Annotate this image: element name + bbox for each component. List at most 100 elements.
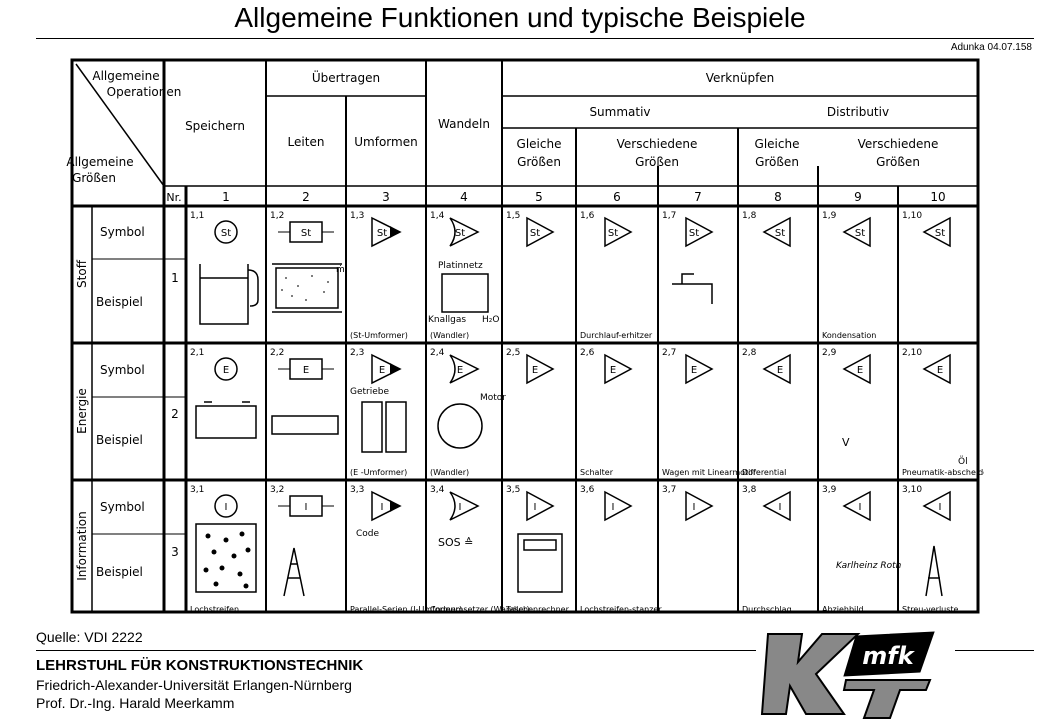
example-caption: Wagen mit Linearmotor [662, 468, 757, 477]
cell-id: 1,6 [580, 211, 595, 221]
transform-symbol [449, 354, 480, 384]
distribute-symbol [842, 353, 871, 385]
shaft-sketch [271, 415, 339, 435]
row-label-energie: Energie [75, 388, 89, 434]
cell-id: 2,2 [270, 348, 284, 358]
distribute-symbol [762, 490, 791, 522]
distribute-symbol [842, 490, 871, 522]
symbol-letter: I [225, 502, 228, 513]
distribute-symbol [922, 490, 951, 522]
symbol-letter: St [689, 228, 699, 239]
cell-id: 3,9 [822, 485, 837, 495]
sum-symbol [526, 216, 555, 248]
corner-top-label-2: Operationen [107, 85, 182, 99]
column-number: 10 [930, 190, 945, 204]
cell-id: 3,7 [662, 485, 676, 495]
col8-label-1: Gleiche [755, 137, 800, 151]
cell-id: 3,4 [430, 485, 445, 495]
gear-sketch [361, 401, 383, 453]
example-caption: (Wandler) [430, 468, 469, 477]
footer-rule-left [36, 650, 756, 651]
logo-text: mfk [862, 642, 915, 670]
row-label-information: Information [75, 511, 89, 580]
sum-symbol [526, 353, 555, 385]
symbol-letter: St [855, 228, 865, 239]
col67-label-2: Größen [635, 155, 679, 169]
cell-id: 1,5 [506, 211, 520, 221]
cell-id: 2,4 [430, 348, 445, 358]
convert-symbol [371, 216, 402, 248]
symbol-letter: E [857, 365, 863, 376]
symbol-letter: I [305, 502, 308, 513]
reference-code: Adunka 04.07.158 [950, 42, 1032, 53]
symbol-letter: E [532, 365, 538, 376]
example-caption: Abziehbild [822, 605, 864, 614]
row3-beispiel: Beispiel [96, 565, 143, 579]
column-number: 4 [460, 190, 468, 204]
functions-table: Allgemeine Operationen Allgemeine Größen… [66, 58, 984, 614]
sum-symbol [685, 216, 714, 248]
antenna-tower-sketch [283, 547, 305, 597]
symbol-letter: St [455, 228, 465, 239]
symbol-letter: E [379, 365, 385, 376]
column-number: 5 [535, 190, 543, 204]
corner-bottom-label-1: Allgemeine [66, 155, 133, 169]
store-symbol [214, 494, 238, 518]
sum-symbol [526, 490, 555, 522]
cell-id: 2,1 [190, 348, 204, 358]
distribute-symbol [762, 353, 791, 385]
cell-id: 1,1 [190, 211, 204, 221]
symbol-letter: St [301, 228, 311, 239]
row3-nr: 3 [171, 545, 179, 559]
cell-id: 3,3 [350, 485, 364, 495]
knallgas-label: Knallgas [428, 315, 466, 325]
cell-id: 1,7 [662, 211, 676, 221]
cell-id: 2,5 [506, 348, 520, 358]
distribute-symbol [762, 216, 791, 248]
corner-top-label-1: Allgemeine [92, 69, 159, 83]
footer-rule-right [955, 650, 1034, 651]
cell-id: 2,6 [580, 348, 595, 358]
example-caption: Durchlauf-erhitzer [580, 331, 653, 340]
symbol-letter: I [779, 502, 782, 513]
column-number: 6 [613, 190, 621, 204]
group-summativ: Summativ [589, 105, 650, 119]
cell-id: 1,9 [822, 211, 837, 221]
cell-id: 2,3 [350, 348, 364, 358]
symbol-letter: E [303, 365, 309, 376]
corner-bottom-label-2: Größen [72, 171, 116, 185]
col67-label-1: Verschiedene [617, 137, 698, 151]
symbol-letter: E [691, 365, 697, 376]
example-caption: Codeumsetzer (Wandler) [430, 605, 530, 614]
symbol-letter: St [377, 228, 387, 239]
col8-label-2: Größen [755, 155, 799, 169]
distribute-symbol [922, 216, 951, 248]
cell-id: 3,8 [742, 485, 757, 495]
column-number: 1 [222, 190, 230, 204]
motor-label: Motor [480, 393, 506, 403]
code-label: Code [356, 529, 380, 539]
symbol-letter: St [775, 228, 785, 239]
cell-id: 1,3 [350, 211, 364, 221]
cell-id: 2,9 [822, 348, 837, 358]
sum-symbol [604, 353, 633, 385]
cell-id: 2,8 [742, 348, 757, 358]
col-wandeln: Wandeln [438, 117, 490, 131]
cell-id: 1,2 [270, 211, 284, 221]
cell-id: 2,10 [902, 348, 922, 358]
mdot-label: ṁ [336, 265, 345, 275]
row1-symbol: Symbol [100, 225, 145, 239]
symbol-letter: E [777, 365, 783, 376]
nr-label: Nr. [166, 191, 181, 204]
sos-label: SOS ≙ [438, 536, 473, 549]
store-symbol [214, 357, 238, 381]
symbol-letter: I [859, 502, 862, 513]
punched-tape-sketch [195, 523, 257, 593]
cell-id: 3,2 [270, 485, 284, 495]
symbol-letter: St [221, 228, 231, 239]
example-caption: Taschenrechner [505, 605, 570, 614]
chair-name: LEHRSTUHL FÜR KONSTRUKTIONSTECHNIK [36, 657, 364, 674]
cell-id: 1,4 [430, 211, 445, 221]
transform-symbol [449, 491, 480, 521]
getriebe-label: Getriebe [350, 387, 389, 397]
